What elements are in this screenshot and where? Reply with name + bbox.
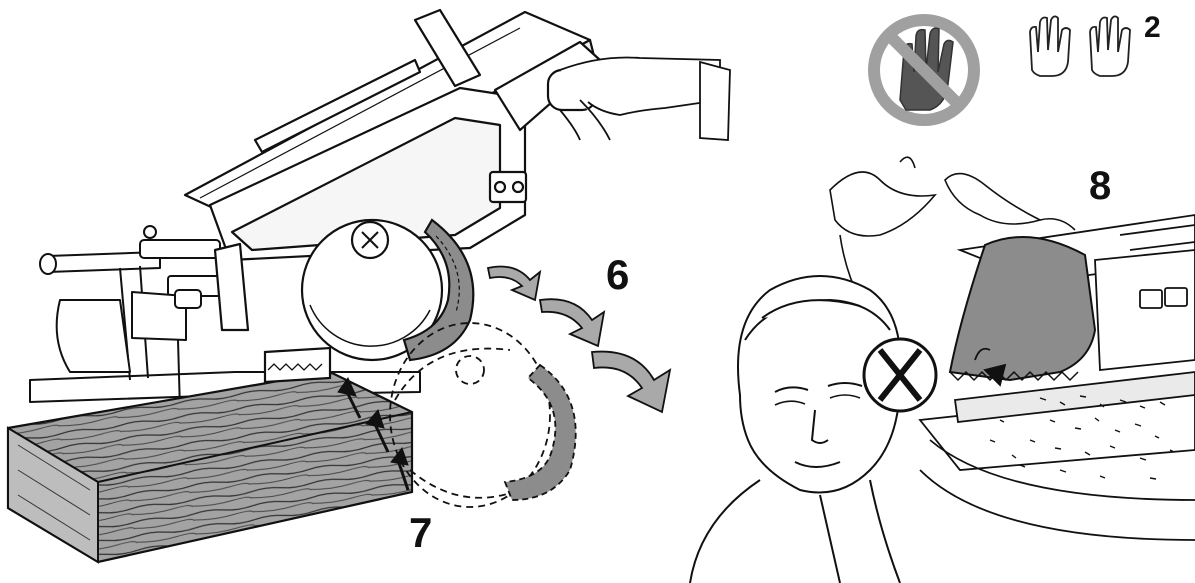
- operator-hand: [560, 58, 730, 141]
- step-6-label: 6: [606, 254, 629, 296]
- arrow-icon: [488, 267, 670, 413]
- no-gloves-icon: [874, 20, 974, 120]
- closeup-blade: [950, 237, 1095, 380]
- table-saw-closeup: [920, 215, 1195, 540]
- step-8-label: 8: [1089, 166, 1111, 206]
- two-hands-icon: [1030, 16, 1130, 76]
- forbidden-cross-icon: [864, 339, 936, 411]
- hands-count-label: 2: [1144, 13, 1161, 43]
- ghost-guard: [505, 365, 576, 500]
- operator-face: [690, 276, 901, 583]
- step-7-label: 7: [409, 512, 432, 554]
